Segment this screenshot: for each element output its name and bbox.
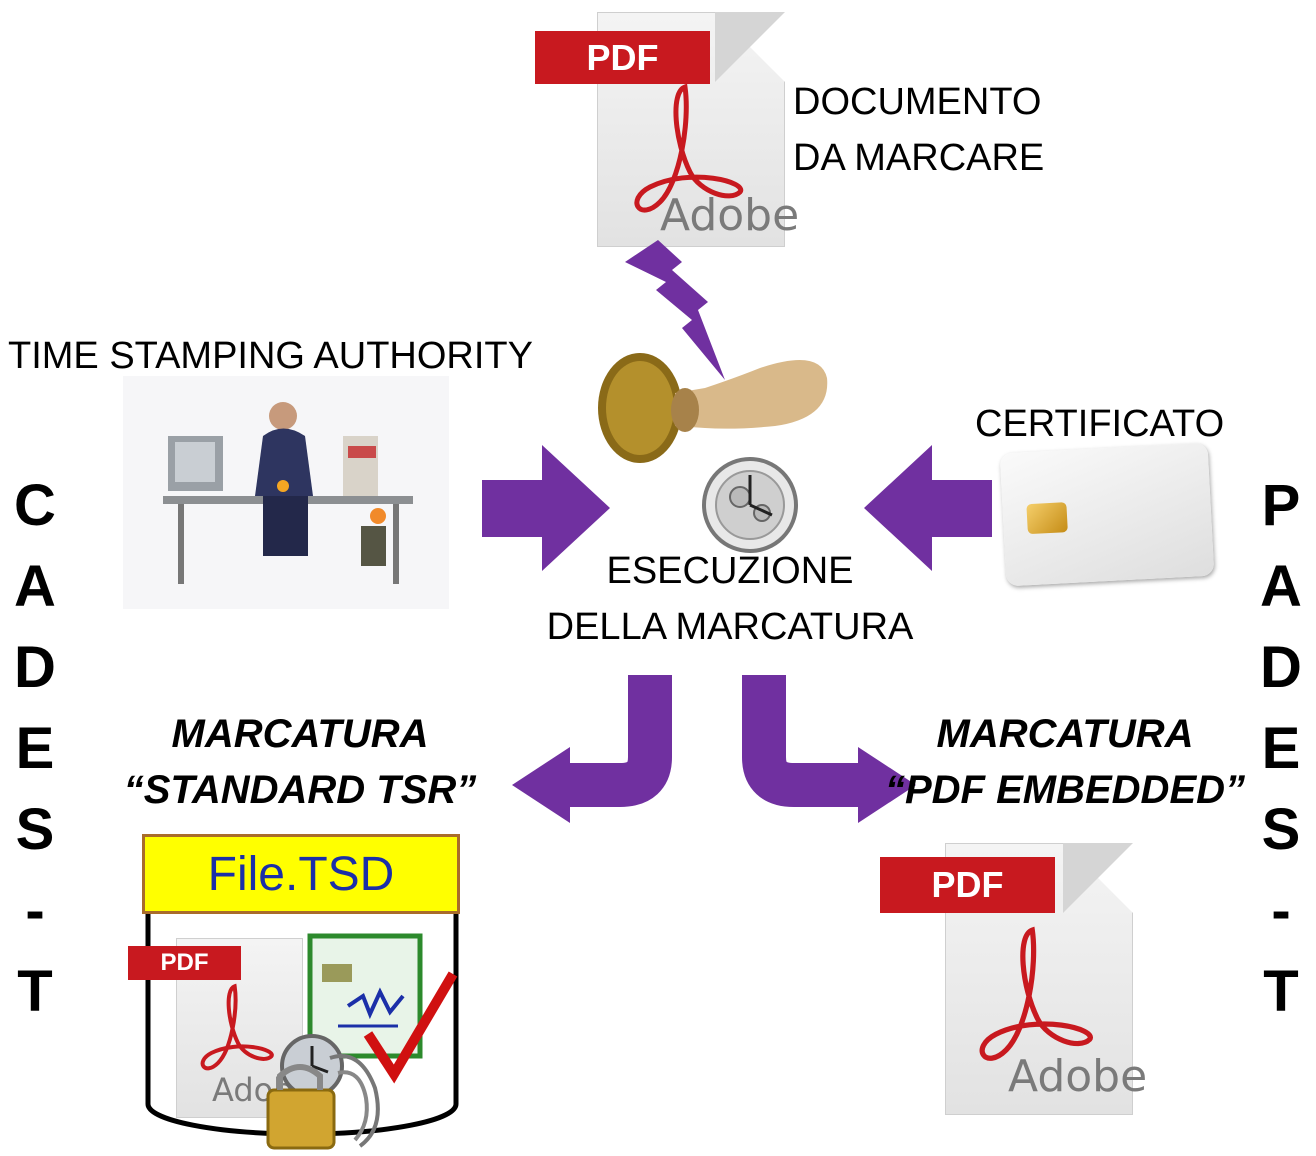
- pades-t-vertical: P A D E S - T: [1246, 465, 1316, 1032]
- arrow-from-certificate: [864, 445, 992, 571]
- pades-letter: S: [1261, 797, 1301, 862]
- arrow-from-tsa: [482, 445, 610, 571]
- clock-mechanism-icon: [702, 457, 798, 553]
- file-tsd-banner: File.TSD: [142, 834, 460, 914]
- cades-letter: -: [25, 878, 45, 943]
- cades-letter: E: [15, 716, 55, 781]
- acrobat-logo-icon: [634, 83, 744, 213]
- smart-card-icon: [999, 442, 1215, 587]
- pdf-document-icon: PDF Adobe: [535, 11, 799, 247]
- pades-letter: E: [1261, 716, 1301, 781]
- documento-label: DOCUMENTO DA MARCARE: [793, 81, 1045, 179]
- pades-letter: P: [1261, 473, 1301, 538]
- adobe-label: Adobe: [660, 190, 800, 241]
- acrobat-logo-icon: [979, 926, 1093, 1061]
- esecuzione-label: ESECUZIONE DELLA MARCATURA: [546, 550, 914, 648]
- cades-letter: C: [14, 473, 56, 538]
- pades-letter: A: [1260, 554, 1302, 619]
- adobe-label: Adobe: [1008, 1051, 1148, 1102]
- tsa-label: TIME STAMPING AUTHORITY: [8, 335, 533, 377]
- cades-letter: T: [17, 959, 53, 1024]
- pades-letter: T: [1263, 959, 1299, 1024]
- pdf-band: PDF: [880, 857, 1055, 913]
- pdf-band: PDF: [535, 31, 710, 84]
- certificato-label: CERTIFICATO: [975, 403, 1225, 445]
- office-worker-photo: [123, 376, 449, 609]
- cades-letter: A: [14, 554, 56, 619]
- chip-icon: [1026, 502, 1068, 535]
- cades-t-vertical: C A D E S - T: [0, 465, 70, 1032]
- pades-letter: D: [1260, 635, 1302, 700]
- stamp-icon: [598, 353, 828, 463]
- lightning-arrow: [625, 240, 725, 380]
- acrobat-logo-icon: [200, 983, 274, 1071]
- lock-clock-fingerprint-icon: [266, 1034, 380, 1150]
- pdf-document-small-icon: PDF Adob: [128, 938, 303, 1118]
- pades-letter: -: [1271, 878, 1291, 943]
- cades-letter: D: [14, 635, 56, 700]
- standard-tsr-label: MARCATURA “STANDARD TSR”: [123, 712, 477, 812]
- pdf-band: PDF: [128, 946, 241, 980]
- arrow-to-standard: [512, 675, 672, 823]
- pdf-embedded-document-icon: PDF Adobe: [880, 842, 1147, 1115]
- cades-letter: S: [15, 797, 55, 862]
- signed-certificate-icon: [307, 933, 458, 1084]
- arrow-to-embedded: [742, 675, 916, 823]
- pdf-embedded-label: MARCATURA “PDF EMBEDDED”: [884, 712, 1246, 812]
